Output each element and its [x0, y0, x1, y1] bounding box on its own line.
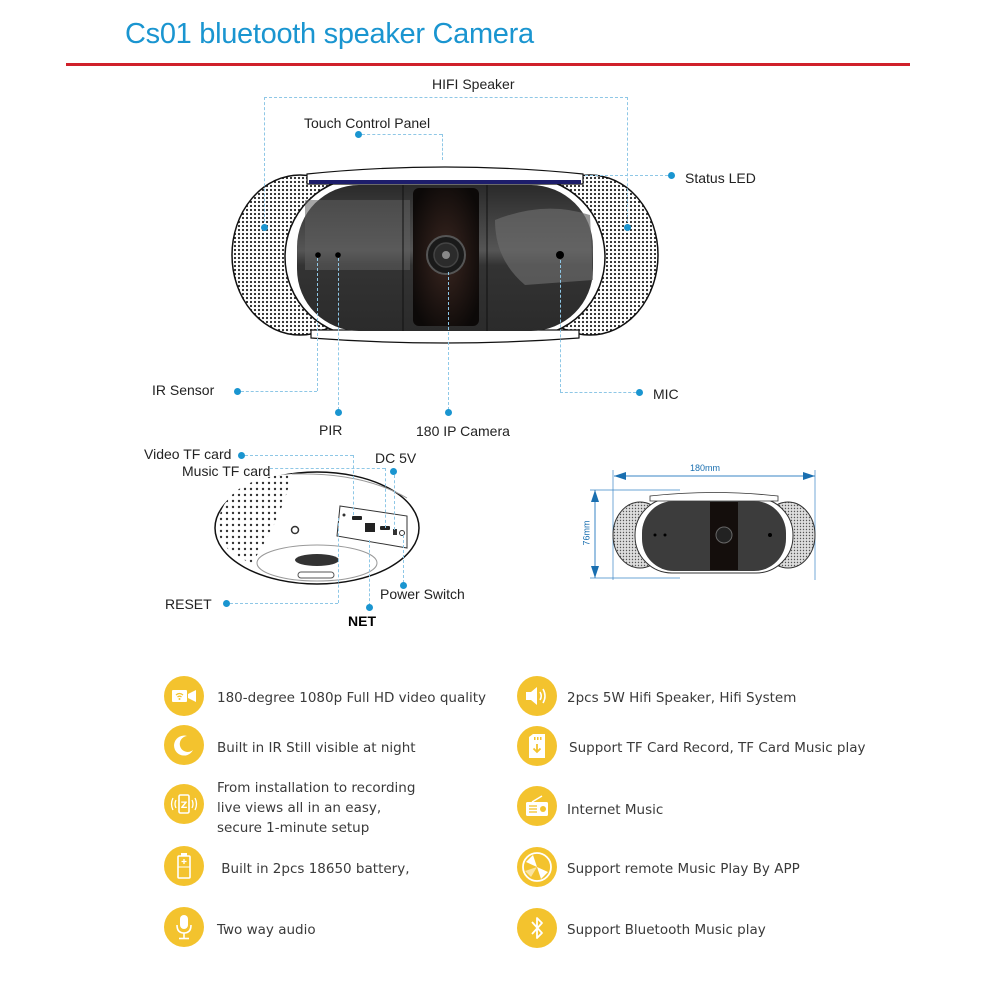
callout-dc-5v: DC 5V: [375, 450, 417, 466]
callout-dot: [335, 409, 342, 416]
front-device-illustration: [231, 166, 659, 344]
callout-dot: [223, 600, 230, 607]
leader-line: [560, 260, 561, 392]
dimension-device-illustration: [590, 470, 816, 580]
callout-dot: [636, 389, 643, 396]
callout-ip-camera: 180 IP Camera: [416, 423, 510, 439]
feature-text: 180-degree 1080p Full HD video quality: [217, 690, 487, 706]
leader-line: [338, 518, 339, 603]
feature-text: Built in IR Still visible at night: [217, 740, 416, 756]
leader-line: [353, 455, 354, 515]
leader-line: [338, 258, 339, 410]
leader-line: [264, 97, 265, 227]
leader-line: [369, 540, 370, 606]
callout-dot: [234, 388, 241, 395]
callout-status-led: Status LED: [685, 170, 756, 186]
callout-touch-control-panel: Touch Control Panel: [304, 115, 431, 131]
feature-text: Two way audio: [217, 922, 316, 938]
callout-ir-sensor: IR Sensor: [152, 382, 215, 398]
feature-text: Built in 2pcs 18650 battery,: [217, 861, 410, 877]
leader-line: [317, 258, 318, 391]
leader-line: [442, 134, 443, 160]
dimension-width-label: 180mm: [690, 463, 721, 473]
callout-dot: [366, 604, 373, 611]
leader-line: [264, 97, 628, 98]
moon-icon: [164, 725, 204, 765]
callout-dot: [400, 582, 407, 589]
leader-line: [241, 391, 317, 392]
speaker-icon: [517, 676, 557, 716]
leader-line: [585, 175, 668, 176]
leader-line: [230, 603, 338, 604]
feature-text: Support remote Music Play By APP: [567, 861, 800, 877]
callout-dot: [238, 452, 245, 459]
feature-text-line: live views all in an easy,: [217, 800, 382, 816]
callout-music-tf-card: Music TF card: [182, 463, 271, 479]
feature-text: Support TF Card Record, TF Card Music pl…: [569, 740, 866, 756]
dimension-height-label: 76mm: [581, 520, 592, 546]
callout-dot: [445, 409, 452, 416]
battery-icon: [164, 846, 204, 886]
page-title: Cs01 bluetooth speaker Camera: [125, 18, 534, 50]
callout-dot: [390, 468, 397, 475]
leader-line: [627, 97, 628, 227]
bluetooth-icon: [517, 908, 557, 948]
phone-vibrate-icon: Z: [164, 784, 204, 824]
microphone-icon: [164, 907, 204, 947]
back-device-illustration: [214, 471, 420, 585]
callout-dot: [355, 131, 362, 138]
title-divider: [66, 63, 910, 66]
callout-hifi-speaker: HIFI Speaker: [432, 76, 515, 92]
feature-text: 2pcs 5W Hifi Speaker, Hifi System: [567, 690, 797, 706]
radio-icon: [517, 786, 557, 826]
feature-text: Internet Music: [567, 802, 664, 818]
callout-dot: [624, 224, 631, 231]
leader-line: [385, 468, 386, 528]
feature-text: Support Bluetooth Music play: [567, 922, 766, 938]
leader-line: [403, 535, 404, 583]
callout-pir: PIR: [319, 422, 343, 438]
feature-text: From installation to recording live view…: [217, 778, 415, 838]
callout-video-tf-card: Video TF card: [144, 446, 232, 462]
svg-text:Z: Z: [181, 801, 188, 811]
video-camera-wifi-icon: [164, 676, 204, 716]
disc-icon: [517, 847, 557, 887]
leader-line: [270, 468, 385, 469]
callout-net: NET: [348, 613, 376, 629]
callout-power-switch: Power Switch: [380, 586, 465, 602]
callout-dot: [668, 172, 675, 179]
callout-dot: [261, 224, 268, 231]
feature-text-line: secure 1-minute setup: [217, 820, 370, 836]
sd-card-icon: [517, 726, 557, 766]
feature-text-line: From installation to recording: [217, 780, 416, 796]
callout-reset: RESET: [165, 596, 212, 612]
leader-line: [394, 475, 395, 530]
leader-line: [448, 272, 449, 410]
leader-line: [560, 392, 636, 393]
leader-line: [362, 134, 442, 135]
leader-line: [245, 455, 353, 456]
callout-mic: MIC: [653, 386, 679, 402]
